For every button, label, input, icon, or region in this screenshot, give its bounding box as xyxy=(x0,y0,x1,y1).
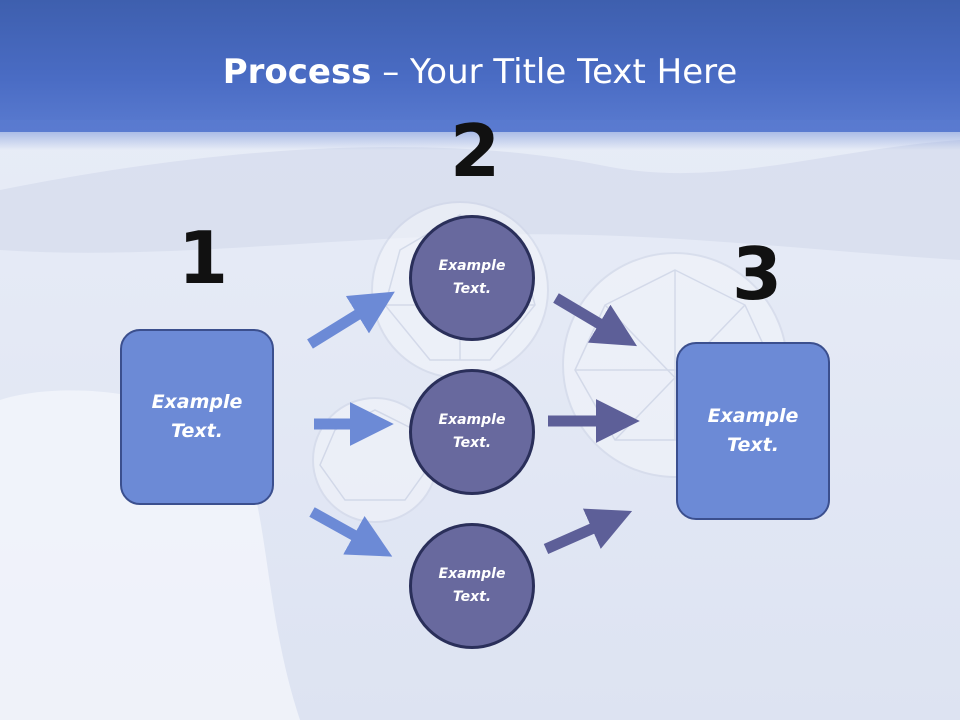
slide-title-rest: – Your Title Text Here xyxy=(371,52,738,92)
step-number-3: 3 xyxy=(732,232,783,316)
step-number-1: 1 xyxy=(178,216,229,300)
title-bar-fade xyxy=(0,120,960,150)
left-step-line2: Text. xyxy=(171,420,223,442)
circle-1-line2: Text. xyxy=(452,281,492,297)
middle-circle-2[interactable]: Example Text. xyxy=(409,369,535,495)
step-number-2: 2 xyxy=(450,109,501,193)
circle-2-line1: Example xyxy=(438,412,506,428)
left-step-box[interactable]: Example Text. xyxy=(120,329,274,505)
slide-title: Process – Your Title Text Here xyxy=(0,52,960,92)
circle-1-line1: Example xyxy=(438,258,506,274)
right-step-line2: Text. xyxy=(727,434,779,456)
circle-2-line2: Text. xyxy=(452,435,492,451)
middle-circle-1[interactable]: Example Text. xyxy=(409,215,535,341)
arrow-to-circle-1 xyxy=(307,291,395,349)
title-bar xyxy=(0,0,960,132)
right-step-box[interactable]: Example Text. xyxy=(676,342,830,520)
middle-circle-3[interactable]: Example Text. xyxy=(409,523,535,649)
circle-3-line2: Text. xyxy=(452,589,492,605)
circle-3-line1: Example xyxy=(438,566,506,582)
right-step-line1: Example xyxy=(707,405,799,427)
arrow-from-circle-3 xyxy=(543,508,633,555)
arrow-from-circle-1 xyxy=(553,293,638,347)
arrow-to-circle-3 xyxy=(309,507,393,557)
left-step-line1: Example xyxy=(151,391,243,413)
slide-title-bold: Process xyxy=(222,52,372,92)
